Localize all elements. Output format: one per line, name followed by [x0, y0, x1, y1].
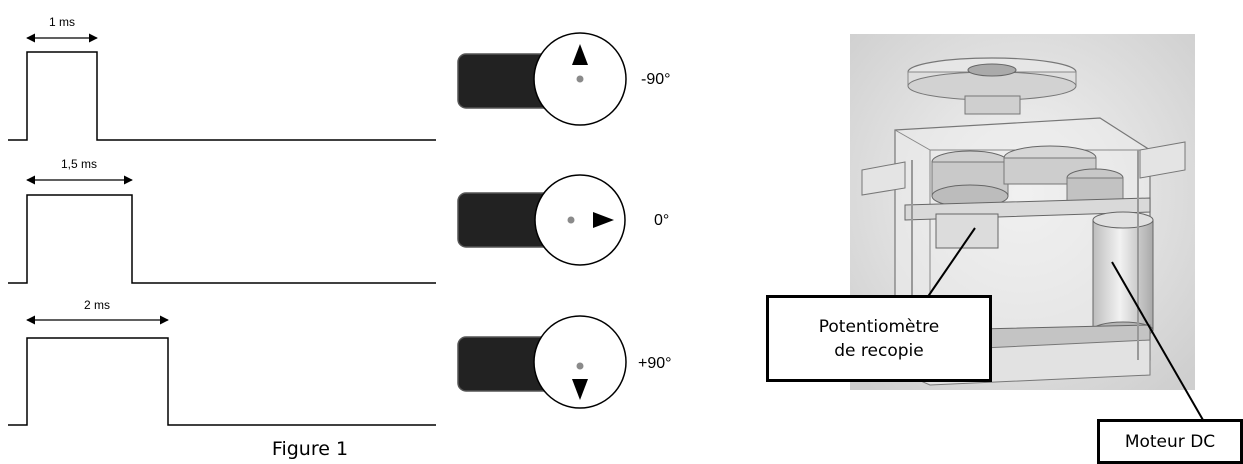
mounting-flange-left	[861, 161, 906, 196]
angle-label-1: -90°	[641, 71, 671, 88]
servo-icon-2: 0°	[457, 174, 669, 266]
potentiometer-label-line1: Potentiomètre	[818, 316, 940, 337]
potentiometer-label-line2: de recopie	[834, 340, 924, 361]
pulse-row-3: 2 ms	[8, 298, 436, 426]
angle-label-2: 0°	[654, 212, 669, 229]
mounting-flange-right	[1139, 141, 1186, 179]
pulse-row-2: 1,5 ms	[8, 157, 436, 284]
servo-icon-1: -90°	[457, 32, 671, 126]
pulse-width-label-1: 1 ms	[49, 15, 75, 29]
right-arrow-icon	[593, 212, 614, 228]
pulse-waveform-2	[8, 194, 436, 284]
pulse-waveform-1	[8, 51, 436, 141]
figure-caption: Figure 1	[271, 438, 349, 460]
dial-center-2	[567, 216, 575, 224]
servo-dial-2	[534, 174, 626, 266]
potentiometer-part	[935, 213, 999, 249]
servo-dial-3	[533, 315, 627, 409]
potentiometer-callout: Potentiomètre de recopie	[766, 295, 992, 382]
motor-label: Moteur DC	[1124, 431, 1216, 452]
up-arrow-icon	[572, 44, 588, 65]
pulse-waveform-3	[8, 337, 436, 426]
pulse-width-label-2: 1,5 ms	[61, 157, 97, 171]
servo-icon-3: +90°	[457, 315, 672, 409]
potentiometer-leader-line	[926, 227, 976, 299]
dial-center-1	[576, 75, 584, 83]
motor-callout: Moteur DC	[1097, 419, 1243, 464]
dial-center-3	[576, 362, 584, 370]
dc-motor-part	[1092, 219, 1154, 331]
motor-leader-line	[1111, 261, 1204, 421]
down-arrow-icon	[572, 379, 588, 400]
angle-label-3: +90°	[638, 355, 672, 372]
pulse-width-label-3: 2 ms	[84, 298, 110, 312]
pulse-row-1: 1 ms	[8, 15, 436, 141]
